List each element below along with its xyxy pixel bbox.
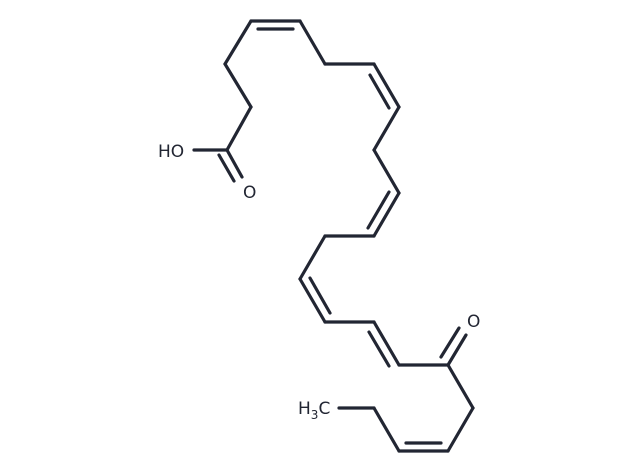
bond-c1-c2 — [225, 105, 253, 152]
ketone-oxygen-label: O — [467, 312, 480, 332]
hydroxyl-label: HO — [158, 142, 184, 162]
bond-c7-c8 — [372, 62, 401, 109]
bond-c20-c21 — [372, 406, 401, 453]
bond-c15-c16 — [372, 320, 401, 367]
bond-c17-o-ketone-inner — [439, 326, 461, 359]
bond-c12-c13 — [298, 234, 327, 281]
bond-c17-c18 — [446, 363, 475, 410]
bond-c13-c14 — [298, 277, 327, 324]
bond-set — [192, 19, 475, 453]
acid-oxygen-label: O — [243, 183, 256, 203]
bond-c3-c4 — [223, 19, 253, 66]
bond-c18-c19 — [446, 406, 475, 453]
bond-c10-c11-inner — [366, 190, 391, 230]
bond-c7-c8-inner — [368, 73, 391, 110]
bond-c10-c11 — [372, 191, 401, 238]
bond-c2-c3 — [223, 62, 253, 109]
bond-c15-c16-inner — [367, 330, 391, 368]
methyl-carbon: C — [318, 399, 330, 419]
bond-c5-c6 — [298, 19, 327, 66]
bond-c8-c9 — [372, 105, 401, 152]
bond-c17-o-ketone — [446, 333, 468, 367]
bond-c13-c14-inner — [308, 276, 332, 315]
methyl-label: H3C — [298, 399, 330, 422]
bond-c9-c10 — [372, 148, 401, 195]
bond-c1-o-acid — [225, 148, 244, 179]
methyl-subscript: 3 — [311, 408, 319, 422]
atom-labels: HO O O H3C — [158, 142, 480, 422]
bond-c1-o-acid-inner — [217, 153, 236, 183]
methyl-hydrogen: H — [298, 399, 311, 419]
